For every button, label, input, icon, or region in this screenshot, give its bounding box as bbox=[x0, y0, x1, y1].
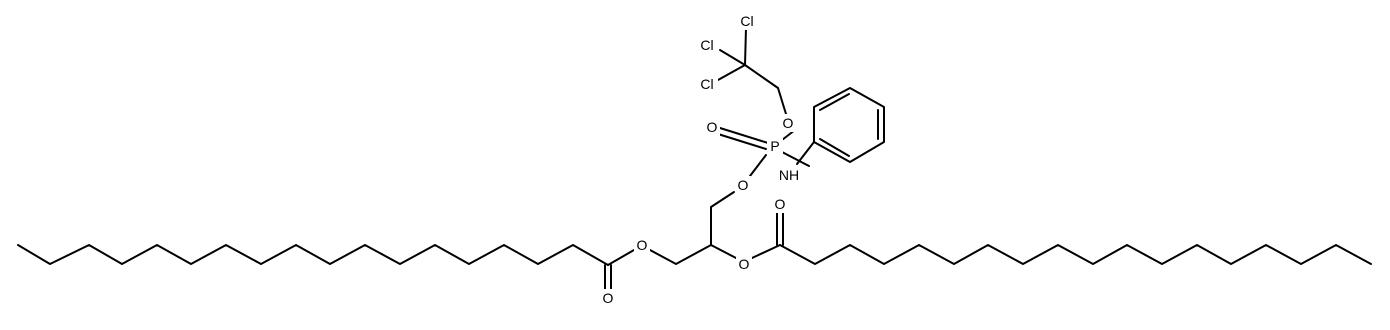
c-cl-left-bond bbox=[719, 49, 746, 66]
atom-nh: NH bbox=[777, 166, 801, 184]
ch2-to-ccl3 bbox=[744, 64, 779, 89]
nh-label: NH bbox=[779, 167, 799, 183]
o-ether-tce-label: O bbox=[783, 115, 794, 131]
atom-p: P bbox=[767, 137, 783, 155]
left-acyl-chain bbox=[17, 244, 609, 266]
atom-o-ester-p: O bbox=[735, 176, 751, 194]
left-ester-linkage bbox=[607, 249, 635, 266]
phenyl-double-bond-1 bbox=[819, 93, 850, 111]
glycerol-to-right-ester-o bbox=[710, 244, 737, 259]
ether-o-to-ch2 bbox=[777, 87, 787, 115]
c-cl-top-bond bbox=[744, 27, 747, 66]
p-to-nh bbox=[781, 151, 810, 167]
o-phosphoryl-label: O bbox=[707, 119, 718, 135]
atom-o-ester-right: O bbox=[736, 255, 752, 273]
atom-cl-left: Cl bbox=[696, 36, 718, 54]
glycerol-backbone-upper bbox=[710, 191, 735, 246]
o-ester-left-label: O bbox=[637, 237, 648, 253]
phenyl-double-bond-3 bbox=[819, 138, 850, 157]
glycerol-backbone-left bbox=[649, 244, 712, 265]
nh-to-phenyl bbox=[796, 141, 815, 165]
p-double-o-bond-2 bbox=[717, 133, 767, 150]
atom-cl-top: Cl bbox=[736, 12, 758, 30]
atom-o-carbonyl-right: O bbox=[772, 195, 788, 213]
o-ester-right-label: O bbox=[739, 256, 750, 272]
atom-cl-bottom: Cl bbox=[696, 75, 718, 93]
cl-bottom-label: Cl bbox=[700, 76, 713, 92]
phenyl-ring bbox=[813, 87, 885, 163]
c-cl-bottom-bond bbox=[717, 64, 746, 81]
right-acyl-chain bbox=[779, 244, 1372, 265]
cl-top-label: Cl bbox=[740, 13, 753, 29]
p-label: P bbox=[770, 138, 779, 154]
atom-o-ether-tce: O bbox=[780, 114, 796, 132]
atom-o-phosphoryl: O bbox=[704, 118, 720, 136]
cl-left-label: Cl bbox=[700, 37, 713, 53]
ester-o-to-p bbox=[749, 154, 767, 177]
atom-o-carbonyl-left: O bbox=[600, 289, 616, 307]
atom-o-ester-left: O bbox=[634, 236, 650, 254]
o-carbonyl-right-label: O bbox=[775, 196, 786, 212]
o-carbonyl-left-label: O bbox=[603, 290, 614, 306]
p-double-o-bond-1 bbox=[719, 127, 769, 144]
o-ester-p-label: O bbox=[738, 177, 749, 193]
right-ester-o-to-carbonyl bbox=[751, 244, 781, 259]
